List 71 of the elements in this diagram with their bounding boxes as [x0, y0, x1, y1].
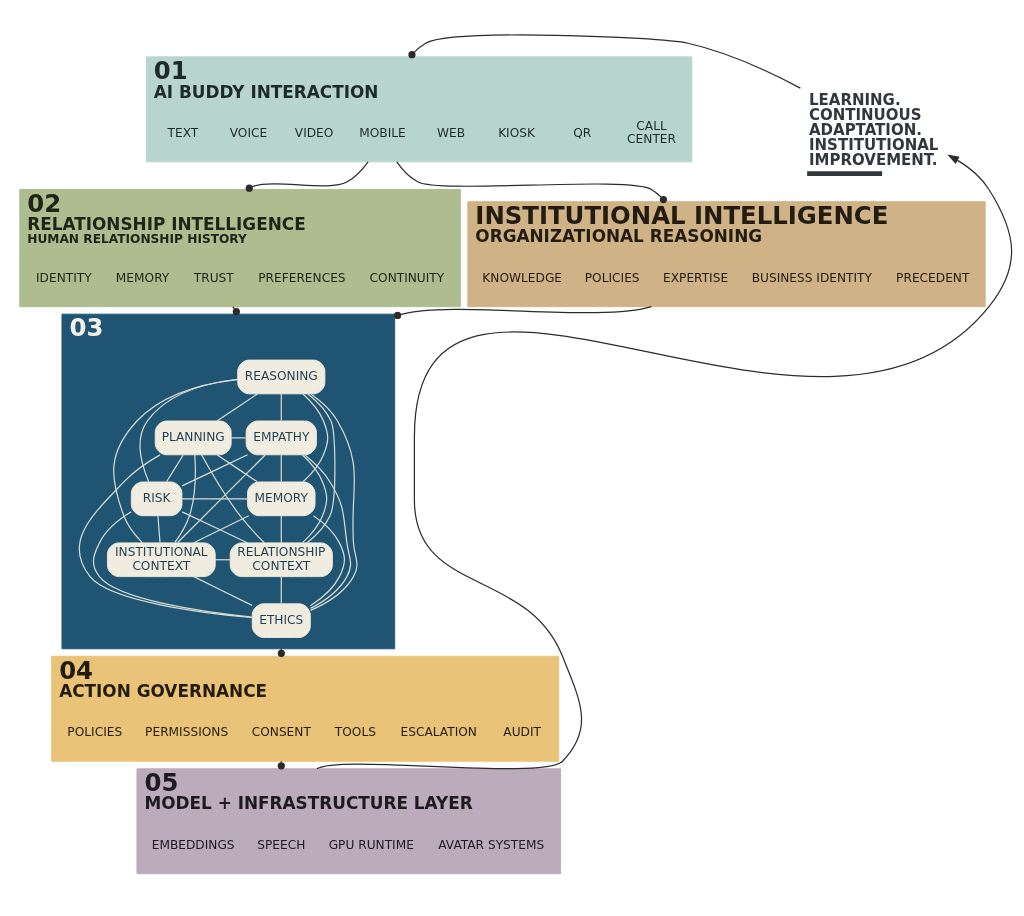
node-text: WEB	[436, 125, 465, 140]
node-text: CONSENT	[251, 725, 311, 740]
node-text: MOBILE	[359, 125, 406, 140]
connector	[92, 511, 253, 618]
connector	[277, 648, 285, 657]
connector	[277, 760, 285, 770]
node-box: PLANNING	[154, 420, 232, 456]
connector	[301, 454, 328, 544]
node-box: EMPATHY	[245, 420, 317, 456]
connector	[174, 454, 196, 544]
node-text: EMBEDDINGS	[151, 837, 235, 852]
connector	[280, 576, 282, 605]
node-text: POLICIES	[584, 270, 640, 285]
node-text: SPEECH	[257, 837, 306, 852]
node-text: CONTINUITY	[369, 270, 445, 285]
connector	[280, 515, 282, 544]
node-label: LEARNING. CONTINUOUS ADAPTATION. INSTITUTIONAL IMPROVEMENT.	[809, 91, 939, 170]
node-text: AUDIT	[503, 725, 542, 740]
node-text: PRECEDENT	[896, 270, 970, 285]
connector	[193, 515, 250, 544]
connector	[309, 393, 358, 611]
connector	[309, 515, 346, 607]
node-text: KIOSK	[498, 125, 535, 140]
node-text: BUSINESS IDENTITY	[751, 270, 872, 285]
node-text: MEMORY	[115, 270, 170, 285]
connector	[408, 34, 801, 89]
connector	[396, 161, 667, 204]
connector	[78, 454, 253, 619]
connector	[280, 393, 282, 422]
connector	[230, 437, 247, 439]
node-box	[807, 171, 883, 176]
node-text: VIDEO	[294, 125, 334, 140]
connector	[216, 454, 258, 483]
node-text: GPU RUNTIME	[328, 837, 414, 852]
node-box: REASONING	[237, 359, 326, 395]
connector	[157, 515, 161, 544]
connector	[113, 378, 239, 544]
connector	[166, 454, 184, 483]
node-text: POLICIES	[67, 725, 123, 740]
node-text: EXPERTISE	[663, 270, 729, 285]
connector	[200, 454, 265, 544]
node-text: ESCALATION	[400, 725, 477, 740]
node-text: CALL CENTER	[627, 119, 676, 147]
connector	[304, 454, 352, 609]
connector	[394, 306, 653, 320]
connector	[245, 161, 369, 192]
node-text: TRUST	[193, 270, 234, 285]
connector	[181, 511, 248, 544]
node-box: RELATIONSHIP CONTEXT	[229, 542, 333, 578]
connector	[280, 454, 282, 483]
node-text: QR	[573, 125, 592, 140]
node-text: KNOWLEDGE	[482, 270, 563, 285]
connector	[181, 498, 249, 500]
node-text: IDENTITY	[36, 270, 92, 285]
connector	[302, 393, 329, 483]
node-text: VOICE	[229, 125, 268, 140]
node-box: MEMORY	[247, 481, 316, 517]
node-text: PERMISSIONS	[145, 725, 229, 740]
node-box: ETHICS	[251, 603, 311, 638]
connector	[306, 393, 336, 544]
connector	[216, 393, 258, 422]
node-box: INSTITUTIONAL CONTEXT	[106, 542, 216, 578]
node-text: AVATAR SYSTEMS	[438, 837, 545, 852]
node-text: TEXT	[167, 125, 199, 140]
arrow	[316, 154, 1013, 770]
connector	[193, 576, 253, 606]
connector	[181, 454, 249, 487]
node-text: PREFERENCES	[258, 270, 346, 285]
node-box: RISK	[130, 481, 183, 517]
connector	[177, 454, 266, 544]
node-text: TOOLS	[334, 725, 376, 740]
